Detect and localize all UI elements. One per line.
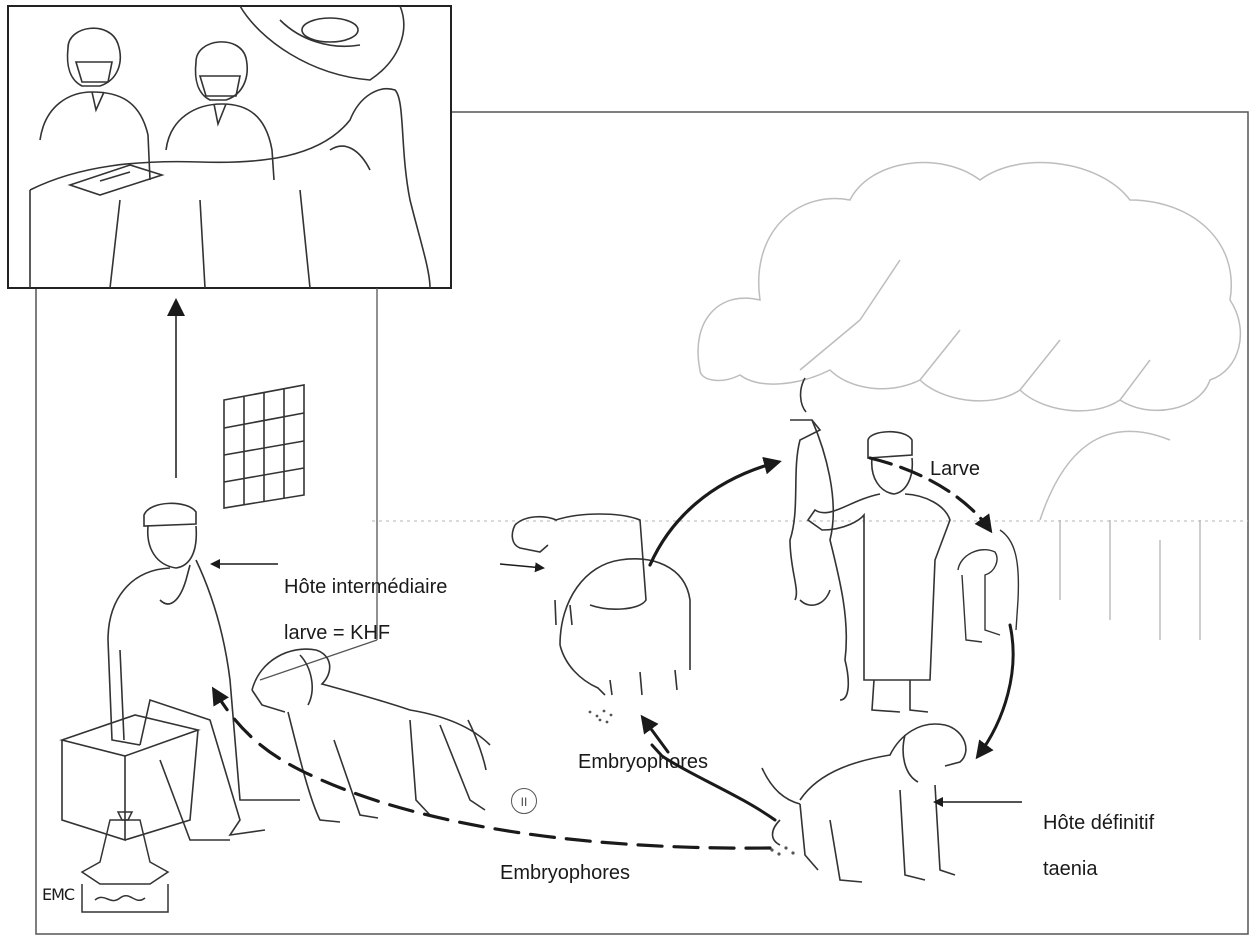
surgery-inset <box>8 6 451 288</box>
arrow-dog-to-dog <box>978 625 1013 756</box>
dog-icon <box>762 724 966 882</box>
arrow-sheep-to-carcass <box>650 462 778 565</box>
window-icon <box>224 385 304 508</box>
carcass-icon <box>790 378 848 700</box>
label-host-intermediate: Hôte intermédiaire larve = KHF <box>284 553 447 668</box>
bench-icon <box>62 715 198 840</box>
embryophores-dots <box>589 710 795 856</box>
label-host-intermediate-line2: larve = KHF <box>284 622 447 645</box>
label-embryophores-bottom: Embryophores <box>500 862 630 885</box>
dog-icon <box>252 649 490 822</box>
man-seated-icon <box>108 503 300 840</box>
label-host-intermediate-line1: Hôte intermédiaire <box>284 576 447 599</box>
pointer-to-sheep <box>500 564 543 568</box>
label-host-definitive-line1: Hôte définitif <box>1043 812 1154 835</box>
label-host-definitive-line2: taenia <box>1043 858 1154 881</box>
label-host-definitive: Hôte définitif taenia <box>1043 789 1154 904</box>
label-embryophores-middle: Embryophores <box>578 751 708 774</box>
tree-icon <box>698 163 1240 640</box>
signature-label: EMC <box>42 886 74 904</box>
cycle-marker: II <box>511 788 537 814</box>
label-larva: Larve <box>930 458 980 481</box>
